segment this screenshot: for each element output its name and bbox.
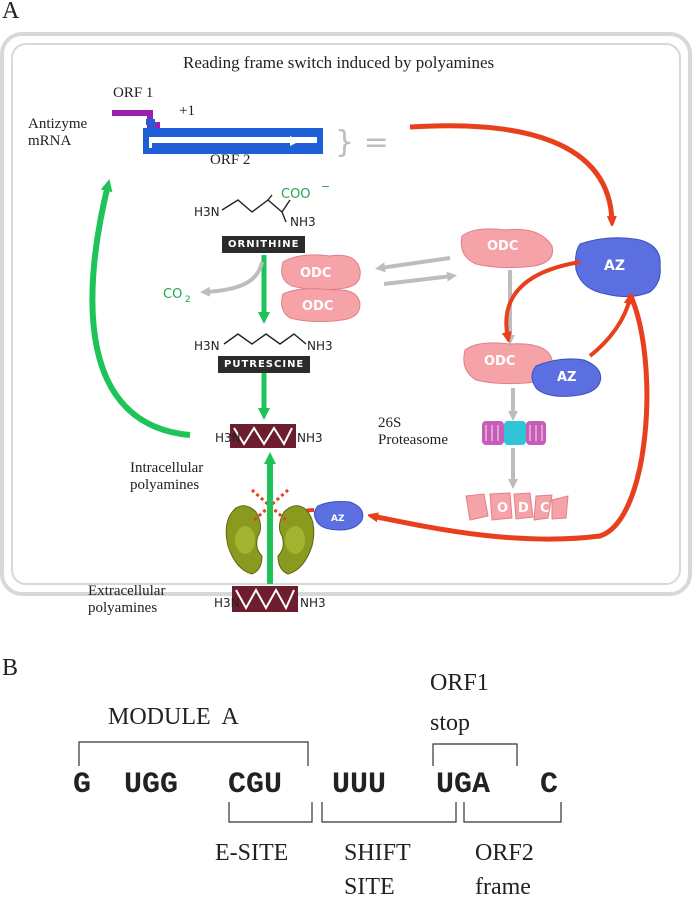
odc-monomer-label: ODC: [487, 239, 518, 254]
panel-a-letter: A: [2, 0, 20, 24]
shift-site-line1: SHIFT: [344, 840, 411, 866]
red-arrow-mrna-to-az: [409, 123, 612, 222]
intracellular-h3n: H3N: [215, 431, 241, 445]
shift-site-line2: SITE: [344, 874, 395, 900]
putrescine-label: PUTRESCINE: [218, 356, 311, 373]
extracellular-nh3: NH3: [300, 596, 326, 610]
fragment-o: O: [497, 501, 508, 516]
svg-text:} =: } =: [335, 125, 389, 160]
seq-cgu: CGU: [228, 768, 283, 802]
co2-subscript: 2: [185, 295, 191, 305]
odc-dimer: [281, 254, 361, 323]
coo-minus: −: [321, 180, 330, 193]
odc-monomer: [460, 228, 554, 269]
red-arrow-complex-to-az: [588, 298, 630, 358]
orf1-stop-line1: ORF1: [430, 670, 489, 696]
seq-ugg: UGG: [124, 768, 179, 802]
gray-arrow-co2: [200, 261, 264, 297]
polyamine-transporter: [225, 505, 315, 575]
intracellular-label: Intracellular polyamines: [130, 460, 204, 494]
fragment-d: D: [518, 501, 529, 516]
az-small-label: AZ: [331, 514, 345, 524]
extracellular-polyamine-icon: [232, 586, 298, 612]
panel-a-diagram: } = H3N NH3 COO − CO 2 ODC ODC ODC AZ: [0, 32, 692, 612]
orf1-label: ORF 1: [113, 85, 154, 101]
orf2-frame-line1: ORF2: [475, 840, 534, 866]
extracellular-h3n: H3N: [214, 596, 240, 610]
red-arrow-az-to-complex: [506, 260, 581, 338]
co2-label: CO: [163, 287, 182, 302]
seq-uuu: UUU: [332, 768, 387, 802]
seq-c: C: [540, 768, 559, 802]
ornithine-h3n: H3N: [194, 205, 220, 219]
red-arrow-az-to-transport: [372, 292, 650, 542]
ornithine-coo: COO: [281, 187, 311, 202]
orf2-frame-line2: frame: [475, 874, 531, 900]
panel-b-letter: B: [2, 655, 19, 681]
orf2-label: ORF 2: [210, 152, 251, 168]
plus-one-label: +1: [179, 103, 195, 119]
module-a-label: MODULE A: [108, 704, 239, 730]
e-site-bracket: [228, 802, 313, 823]
extracellular-label: Extracellular polyamines: [88, 583, 166, 617]
ornithine-structure: [221, 194, 291, 223]
module-a-bracket: [78, 741, 309, 766]
complex-odc-label: ODC: [484, 354, 515, 369]
orf1-stop-bracket: [432, 743, 518, 766]
panel-a-title: Reading frame switch induced by polyamin…: [183, 53, 495, 72]
putrescine-structure: [223, 333, 307, 345]
equals-bracket: } =: [335, 125, 389, 160]
panel-b-brackets: [78, 741, 562, 823]
equilibrium-arrows: [375, 256, 457, 286]
proteasome-icon: [482, 421, 546, 445]
proteasome-label: 26S Proteasome: [378, 415, 448, 449]
shift-site-bracket: [321, 802, 457, 823]
antizyme-mrna-label: Antizyme mRNA: [28, 116, 88, 150]
orf2-arrow: [143, 119, 323, 154]
odc-fragments: [465, 492, 569, 521]
odc-az-complex: [463, 342, 602, 397]
putrescine-nh3: NH3: [307, 339, 333, 353]
putrescine-h3n: H3N: [194, 339, 220, 353]
orf2-frame-bracket: [463, 802, 562, 823]
intracellular-polyamine-icon: [230, 424, 296, 448]
az-small-protein: [313, 501, 364, 531]
green-arrow-polyamines-to-mrna: [89, 179, 191, 438]
odc-dimer-bottom-label: ODC: [302, 299, 333, 314]
seq-g: G: [73, 768, 92, 802]
seq-uga: UGA: [436, 768, 491, 802]
e-site-label: E-SITE: [215, 840, 289, 866]
ornithine-nh3: NH3: [290, 215, 316, 229]
odc-dimer-top-label: ODC: [300, 266, 331, 281]
cell-boundary: [0, 32, 692, 596]
az-label: AZ: [604, 258, 625, 274]
ornithine-label: ORNITHINE: [222, 236, 306, 253]
intracellular-nh3: NH3: [297, 431, 323, 445]
orf1-stop-line2: stop: [430, 710, 471, 736]
az-protein: [575, 237, 661, 298]
fragment-c: C: [540, 501, 550, 516]
complex-az-label: AZ: [557, 370, 577, 385]
